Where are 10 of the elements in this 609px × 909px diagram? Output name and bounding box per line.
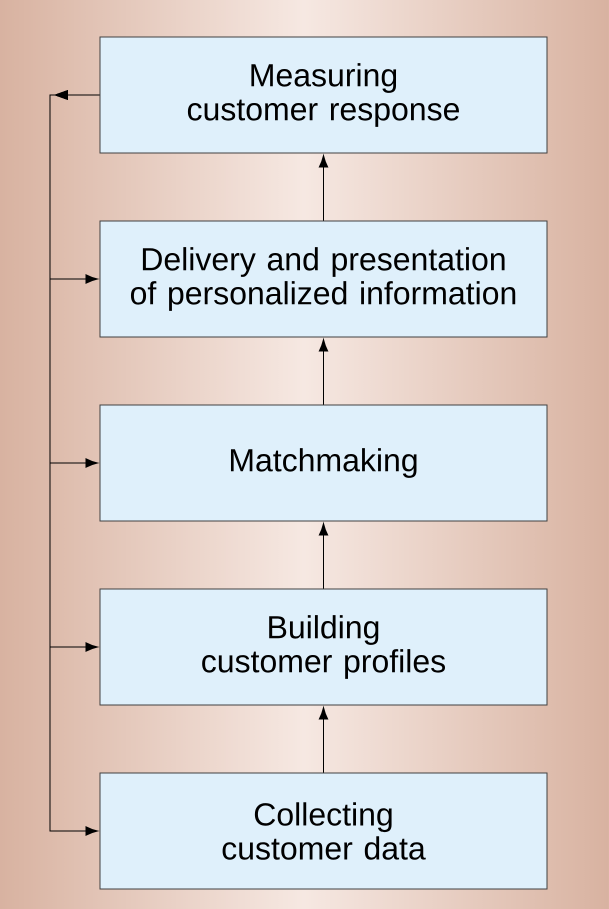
arrow — [50, 90, 100, 836]
arrow — [318, 155, 328, 221]
process-box: Measuring customer response — [100, 36, 548, 154]
process-box: Collecting customer data — [100, 772, 548, 890]
arrow — [318, 523, 328, 589]
arrow — [318, 707, 328, 773]
process-box: Delivery and presentation of personalized information — [100, 220, 548, 338]
process-box: Matchmaking — [100, 404, 548, 522]
arrow — [318, 339, 328, 405]
process-box: Building customer profiles — [100, 588, 548, 706]
